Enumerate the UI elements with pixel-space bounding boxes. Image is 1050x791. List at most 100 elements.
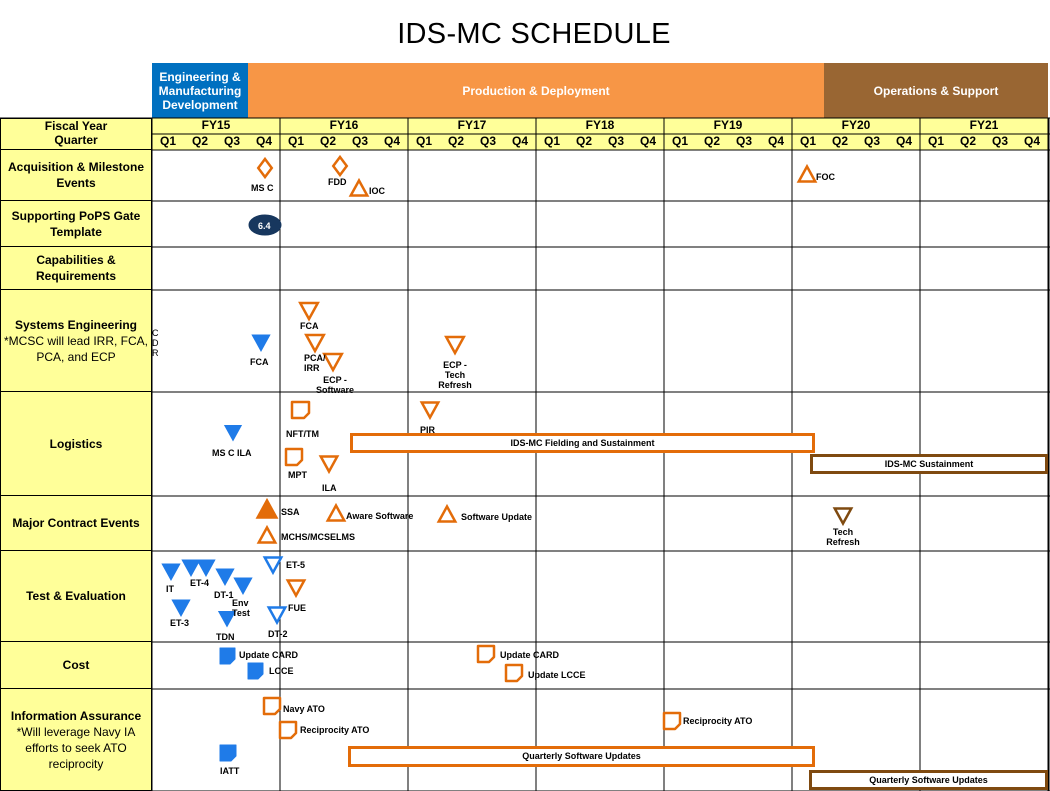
row-label-pops-text: Supporting PoPS Gate Template — [11, 208, 141, 239]
year-fy21: FY21 — [920, 118, 1048, 134]
quarter-fy15-q4: Q4 — [248, 134, 280, 150]
row-label-acquisition-text: Acquisition & Milestone Events — [7, 160, 144, 190]
year-fy18: FY18 — [536, 118, 664, 134]
marker-fca — [298, 301, 320, 322]
row-label-acquisition: Acquisition & Milestone Events — [0, 150, 152, 201]
row-label-major-contract: Major Contract Events — [0, 496, 152, 551]
year-fy20: FY20 — [792, 118, 920, 134]
row-label-cost: Cost — [0, 642, 152, 689]
phase-operations-support: Operations & Support — [824, 63, 1048, 118]
label-et5: ET-5 — [286, 560, 306, 570]
marker-aware-software — [325, 502, 347, 522]
label-iatt: IATT — [220, 766, 240, 776]
marker-update-card-1 — [219, 647, 236, 665]
label-it: IT — [166, 584, 174, 594]
label-software-update: Software Update — [461, 512, 533, 522]
marker-ioc-triangle — [348, 177, 370, 197]
marker-lcce — [247, 662, 264, 680]
marker-fue — [285, 579, 307, 599]
marker-et4-b — [196, 559, 216, 578]
label-ila: ILA — [322, 483, 337, 493]
bar-sustainment: IDS-MC Sustainment — [810, 454, 1048, 474]
marker-et4-a — [181, 559, 201, 578]
label-cdr: C D R — [152, 328, 159, 358]
quarter-fy16-q4: Q4 — [376, 134, 408, 150]
quarter-header: Quarter — [0, 133, 152, 150]
row-label-se-text: Systems Engineering — [14, 317, 138, 332]
quarter-fy21-q3: Q3 — [984, 134, 1016, 150]
marker-iatt — [219, 744, 237, 762]
row-label-test-evaluation: Test & Evaluation — [0, 551, 152, 642]
quarter-fy17-q4: Q4 — [504, 134, 536, 150]
year-fy15: FY15 — [152, 118, 280, 134]
quarter-fy15-q2: Q2 — [184, 134, 216, 150]
label-fue: FUE — [288, 603, 306, 613]
label-dt1: DT-1 — [214, 590, 234, 600]
label-ecp-software: ECP - Software — [315, 375, 354, 395]
row-label-capabilities-text: Capabilities & Requirements — [35, 253, 117, 283]
marker-msc-diamond — [256, 156, 274, 180]
quarter-fy21-q1: Q1 — [920, 134, 952, 150]
marker-tech-refresh — [832, 507, 854, 527]
label-dt2: DT-2 — [268, 629, 288, 639]
label-ioc: IOC — [369, 186, 386, 196]
marker-mpt — [284, 447, 304, 467]
label-fca: FCA — [300, 321, 319, 331]
row-label-capabilities: Capabilities & Requirements — [0, 247, 152, 290]
label-et4: ET-4 — [190, 578, 210, 588]
year-fy16: FY16 — [280, 118, 408, 134]
label-tdn: TDN — [216, 632, 235, 642]
quarter-fy18-q2: Q2 — [568, 134, 600, 150]
marker-pops-gate — [248, 214, 282, 236]
label-msc-ila: MS C ILA — [212, 448, 252, 458]
page-title: IDS-MC SCHEDULE — [397, 18, 671, 50]
bar-fielding-sustainment: IDS-MC Fielding and Sustainment — [350, 433, 815, 453]
phase-emd: Engineering & Manufacturing Development — [152, 63, 248, 118]
label-tech-refresh: Tech Refresh — [826, 527, 860, 547]
label-et3: ET-3 — [170, 618, 190, 628]
marker-fca-blue — [251, 334, 271, 353]
marker-nft-tm — [290, 400, 311, 420]
label-pir: PIR — [420, 425, 436, 435]
label-ecp-tech-refresh: ECP - Tech Refresh — [438, 360, 472, 390]
row-label-pops: Supporting PoPS Gate Template — [0, 201, 152, 247]
quarter-fy15-q3: Q3 — [216, 134, 248, 150]
quarter-fy20-q2: Q2 — [824, 134, 856, 150]
row-label-mce-text: Major Contract Events — [12, 516, 140, 530]
marker-reciprocity-ato-2 — [662, 711, 682, 731]
quarter-fy16-q1: Q1 — [280, 134, 312, 150]
row-label-te-text: Test & Evaluation — [26, 589, 126, 603]
marker-it — [161, 563, 181, 582]
label-ssa: SSA — [281, 507, 300, 517]
label-reciprocity-ato-1: Reciprocity ATO — [300, 725, 370, 735]
quarter-fy19-q4: Q4 — [760, 134, 792, 150]
quarter-fy18-q1: Q1 — [536, 134, 568, 150]
marker-ecp-software — [322, 352, 344, 373]
marker-reciprocity-ato-1 — [278, 720, 298, 740]
row-label-information-assurance: Information Assurance*Will leverage Navy… — [0, 689, 152, 791]
quarter-fy16-q2: Q2 — [312, 134, 344, 150]
marker-et5 — [262, 556, 284, 576]
marker-update-card-2 — [476, 644, 496, 664]
quarter-fy21-q4: Q4 — [1016, 134, 1048, 150]
quarter-fy19-q1: Q1 — [664, 134, 696, 150]
quarter-fy17-q2: Q2 — [440, 134, 472, 150]
label-mchs-mcselms: MCHS/MCSELMS — [281, 532, 355, 542]
marker-et3 — [171, 599, 191, 618]
marker-dt2 — [266, 606, 288, 626]
label-aware-software: Aware Software — [346, 511, 414, 521]
year-fy17: FY17 — [408, 118, 536, 134]
marker-update-lcce — [504, 663, 524, 683]
marker-foc-triangle — [796, 163, 818, 183]
row-label-ia-text: Information Assurance — [10, 708, 142, 723]
label-pops-gate: 6.4 — [258, 221, 271, 231]
quarter-fy16-q3: Q3 — [344, 134, 376, 150]
quarter-fy20-q1: Q1 — [792, 134, 824, 150]
row-label-systems-engineering: Systems Engineering*MCSC will lead IRR, … — [0, 290, 152, 392]
label-fdd: FDD — [328, 177, 347, 187]
label-mpt: MPT — [288, 470, 307, 480]
marker-pca-irr — [304, 333, 326, 354]
label-reciprocity-ato-2: Reciprocity ATO — [683, 716, 753, 726]
row-label-cost-text: Cost — [62, 658, 90, 672]
